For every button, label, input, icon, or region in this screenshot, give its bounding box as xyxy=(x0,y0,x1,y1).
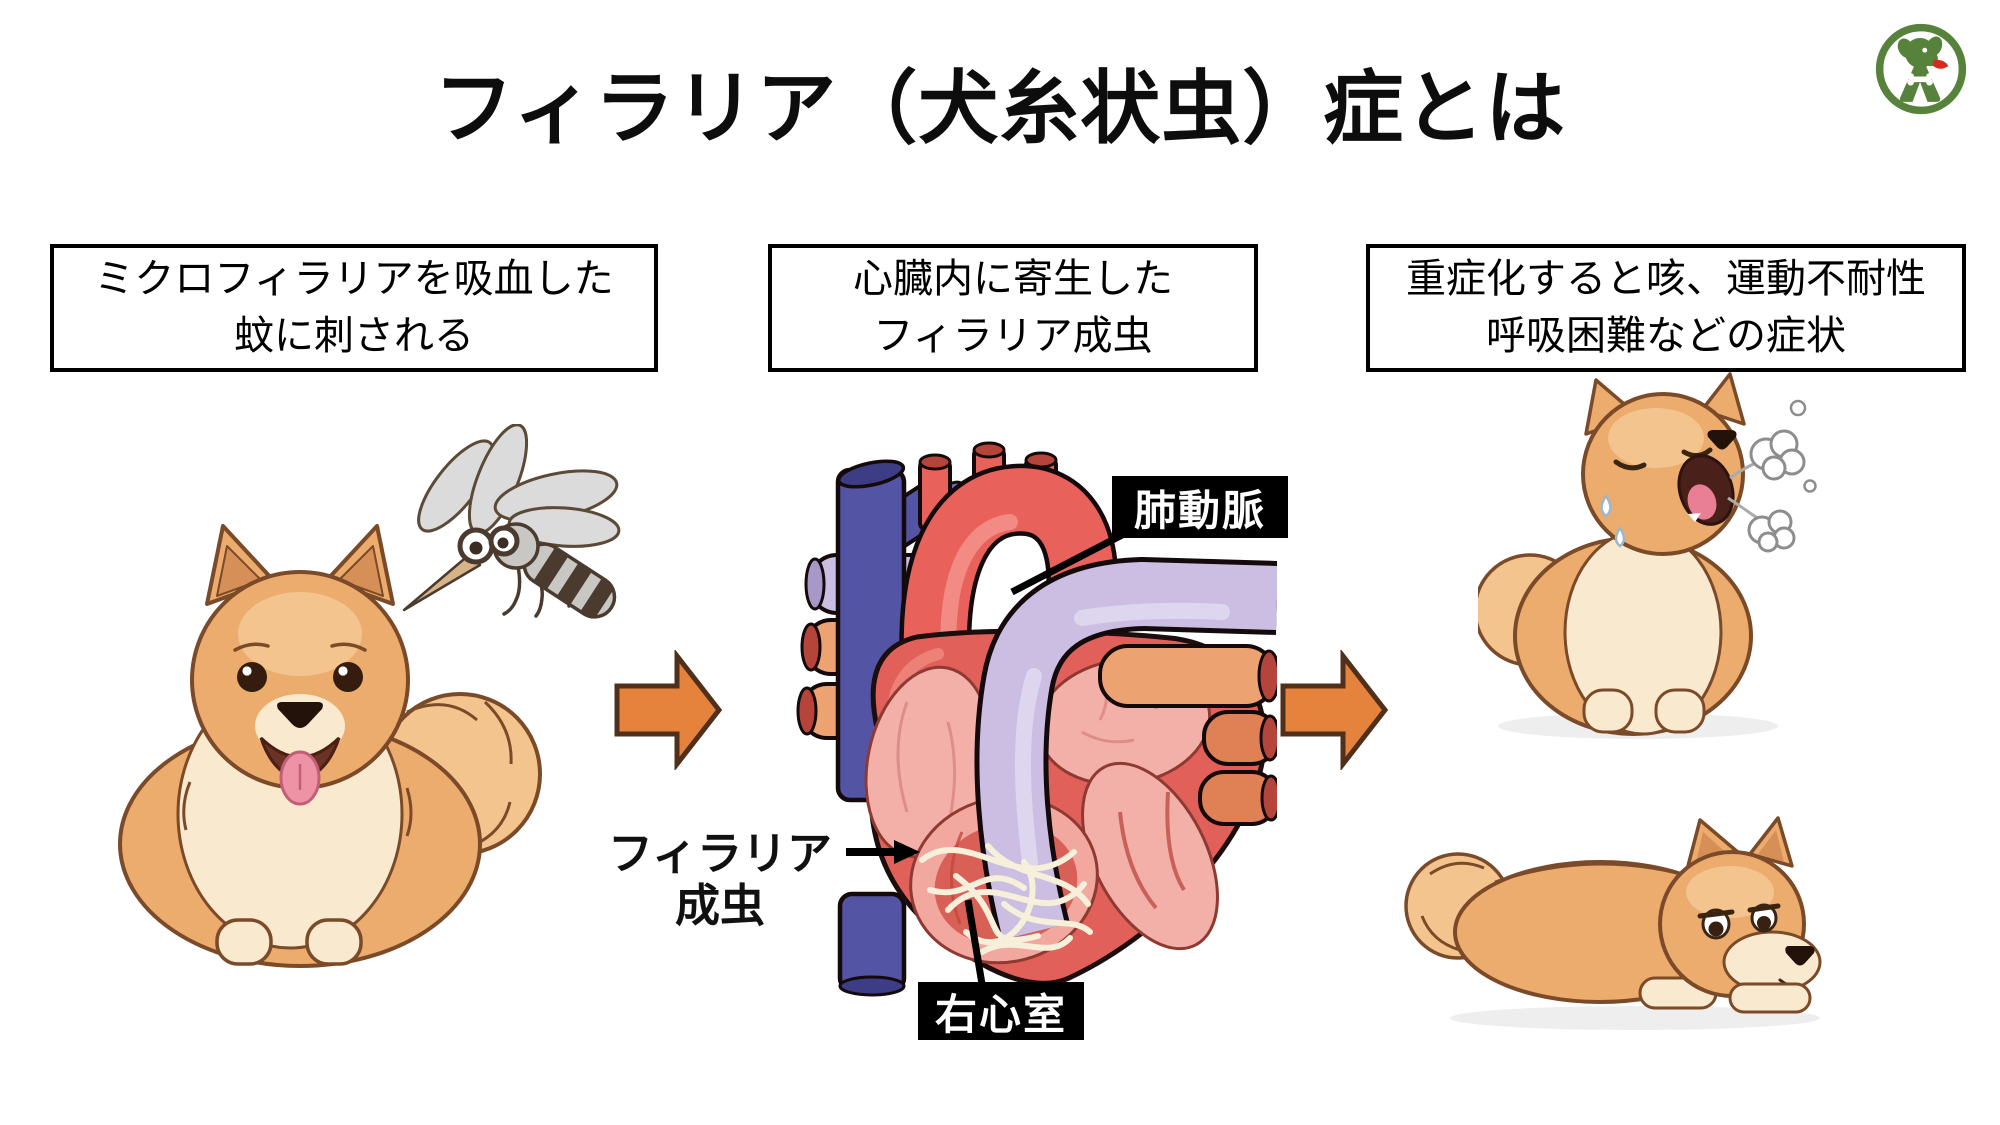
caption-step1-line1: ミクロフィラリアを吸血した xyxy=(94,257,614,302)
caption-box-step3: 重症化すると咳、運動不耐性 呼吸困難などの症状 xyxy=(1366,244,1966,372)
filaria-adult-label-line2: 成虫 xyxy=(674,880,765,932)
lethargic-lying-dog-illustration xyxy=(1400,812,1840,1038)
right-arrow-icon xyxy=(613,650,725,770)
right-ventricle-label: 右心室 xyxy=(918,982,1084,1040)
filaria-adult-label-line1: フィラリア xyxy=(607,828,833,879)
mosquito-illustration xyxy=(368,424,638,630)
coughing-dog-illustration xyxy=(1478,372,1823,746)
heart-anatomy-illustration xyxy=(752,432,1277,997)
caption-box-step1: ミクロフィラリアを吸血した 蚊に刺される xyxy=(50,244,658,372)
caption-step2-line2: フィラリア成虫 xyxy=(873,314,1153,358)
filaria-adult-label: フィラリア 成虫 xyxy=(598,828,842,932)
caption-step3-line1: 重症化すると咳、運動不耐性 xyxy=(1406,257,1926,302)
pulmonary-artery-label-text: 肺動脈 xyxy=(1133,486,1266,534)
right-arrow-icon xyxy=(1279,650,1391,770)
green-dog-circle-logo-icon xyxy=(1874,22,1968,116)
caption-box-step2: 心臓内に寄生した フィラリア成虫 xyxy=(768,244,1258,372)
happy-pomeranian-dog-illustration xyxy=(55,452,575,970)
caption-step1-line2: 蚊に刺される xyxy=(234,314,474,358)
caption-step3-line2: 呼吸困難などの症状 xyxy=(1486,314,1846,358)
pulmonary-artery-label: 肺動脈 xyxy=(1112,476,1288,538)
right-ventricle-label-text: 右心室 xyxy=(934,990,1067,1038)
page-title: フィラリア（犬糸状虫）症とは xyxy=(433,64,1567,153)
caption-step2-line1: 心臓内に寄生した xyxy=(853,257,1173,302)
